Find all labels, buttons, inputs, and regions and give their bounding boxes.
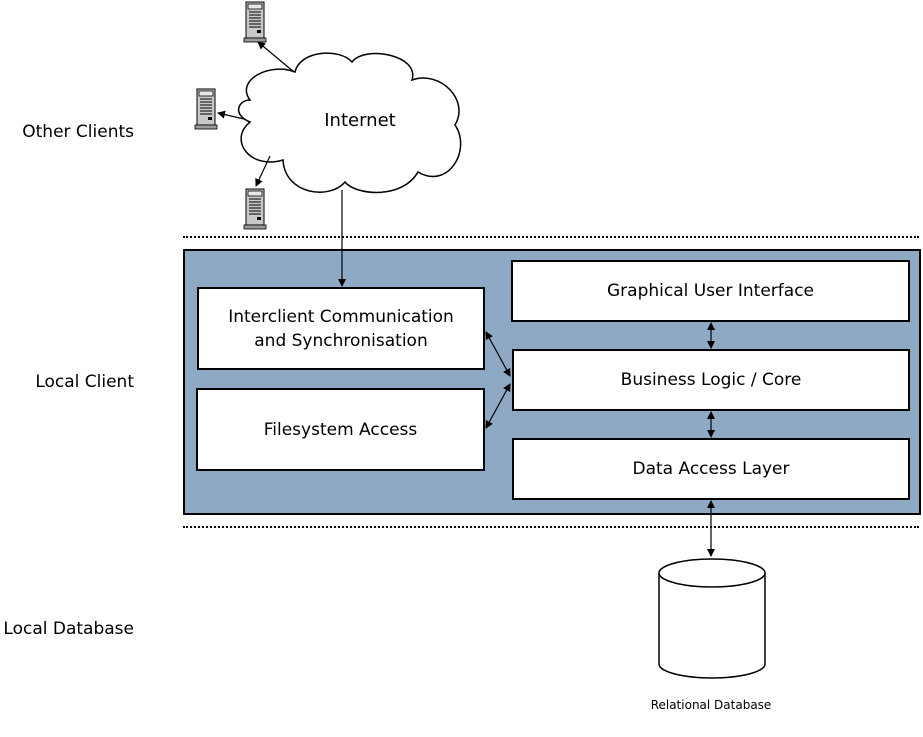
internet-cloud-icon [238,52,462,194]
business-logic-label: Business Logic / Core [620,370,802,390]
data-access-layer-box: Data Access Layer [512,438,910,500]
tier-label-local-client: Local Client [35,372,134,392]
filesystem-access-label: Filesystem Access [263,419,418,440]
arrow-interclient-business [485,331,511,377]
filesystem-access-box: Filesystem Access [196,388,485,471]
gui-box: Graphical User Interface [511,260,910,322]
server-icon [194,88,218,130]
database-cylinder-icon [658,558,766,679]
separator-top [183,236,919,238]
arrow-to-server-left [217,110,245,120]
interclient-communication-box: Interclient Communication and Synchronis… [197,287,485,370]
arrow-to-server-bottom [255,155,271,187]
gui-label: Graphical User Interface [606,281,815,301]
separator-bottom [183,526,919,528]
database-label: Relational Database [650,698,772,712]
business-logic-box: Business Logic / Core [512,349,910,411]
interclient-communication-label: Interclient Communication and Synchronis… [228,306,454,351]
data-access-layer-label: Data Access Layer [632,459,790,479]
tier-label-local-database: Local Database [3,619,134,639]
server-icon [243,188,267,230]
server-icon [243,1,267,43]
arrow-to-server-top [257,41,295,73]
internet-label: Internet [324,110,396,131]
arrow-filesystem-business [485,383,511,429]
tier-label-other-clients: Other Clients [22,122,134,142]
